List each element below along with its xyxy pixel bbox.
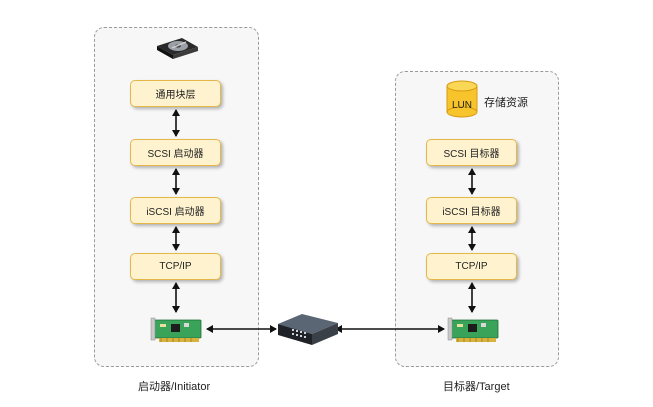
initiator-layer-scsi: SCSI 启动器	[130, 139, 221, 166]
lun-label: LUN	[452, 100, 472, 111]
target-nic-icon	[447, 317, 499, 342]
initiator-layer-iscsi: iSCSI 启动器	[130, 197, 221, 224]
target-layer-iscsi: iSCSI 目标器	[426, 197, 517, 224]
target-layer-tcpip: TCP/IP	[426, 253, 517, 280]
initiator-layer-block: 通用块层	[130, 80, 221, 107]
target-caption: 目标器/Target	[443, 381, 510, 393]
target-layer-scsi: SCSI 目标器	[426, 139, 517, 166]
hard-disk-icon	[157, 38, 198, 59]
lun-storage-icon: LUN	[446, 80, 478, 118]
storage-resource-label: 存储资源	[484, 97, 528, 109]
initiator-layer-tcpip: TCP/IP	[130, 253, 221, 280]
initiator-caption: 启动器/Initiator	[138, 381, 211, 393]
network-switch-icon	[278, 314, 338, 345]
initiator-nic-icon	[150, 317, 202, 342]
